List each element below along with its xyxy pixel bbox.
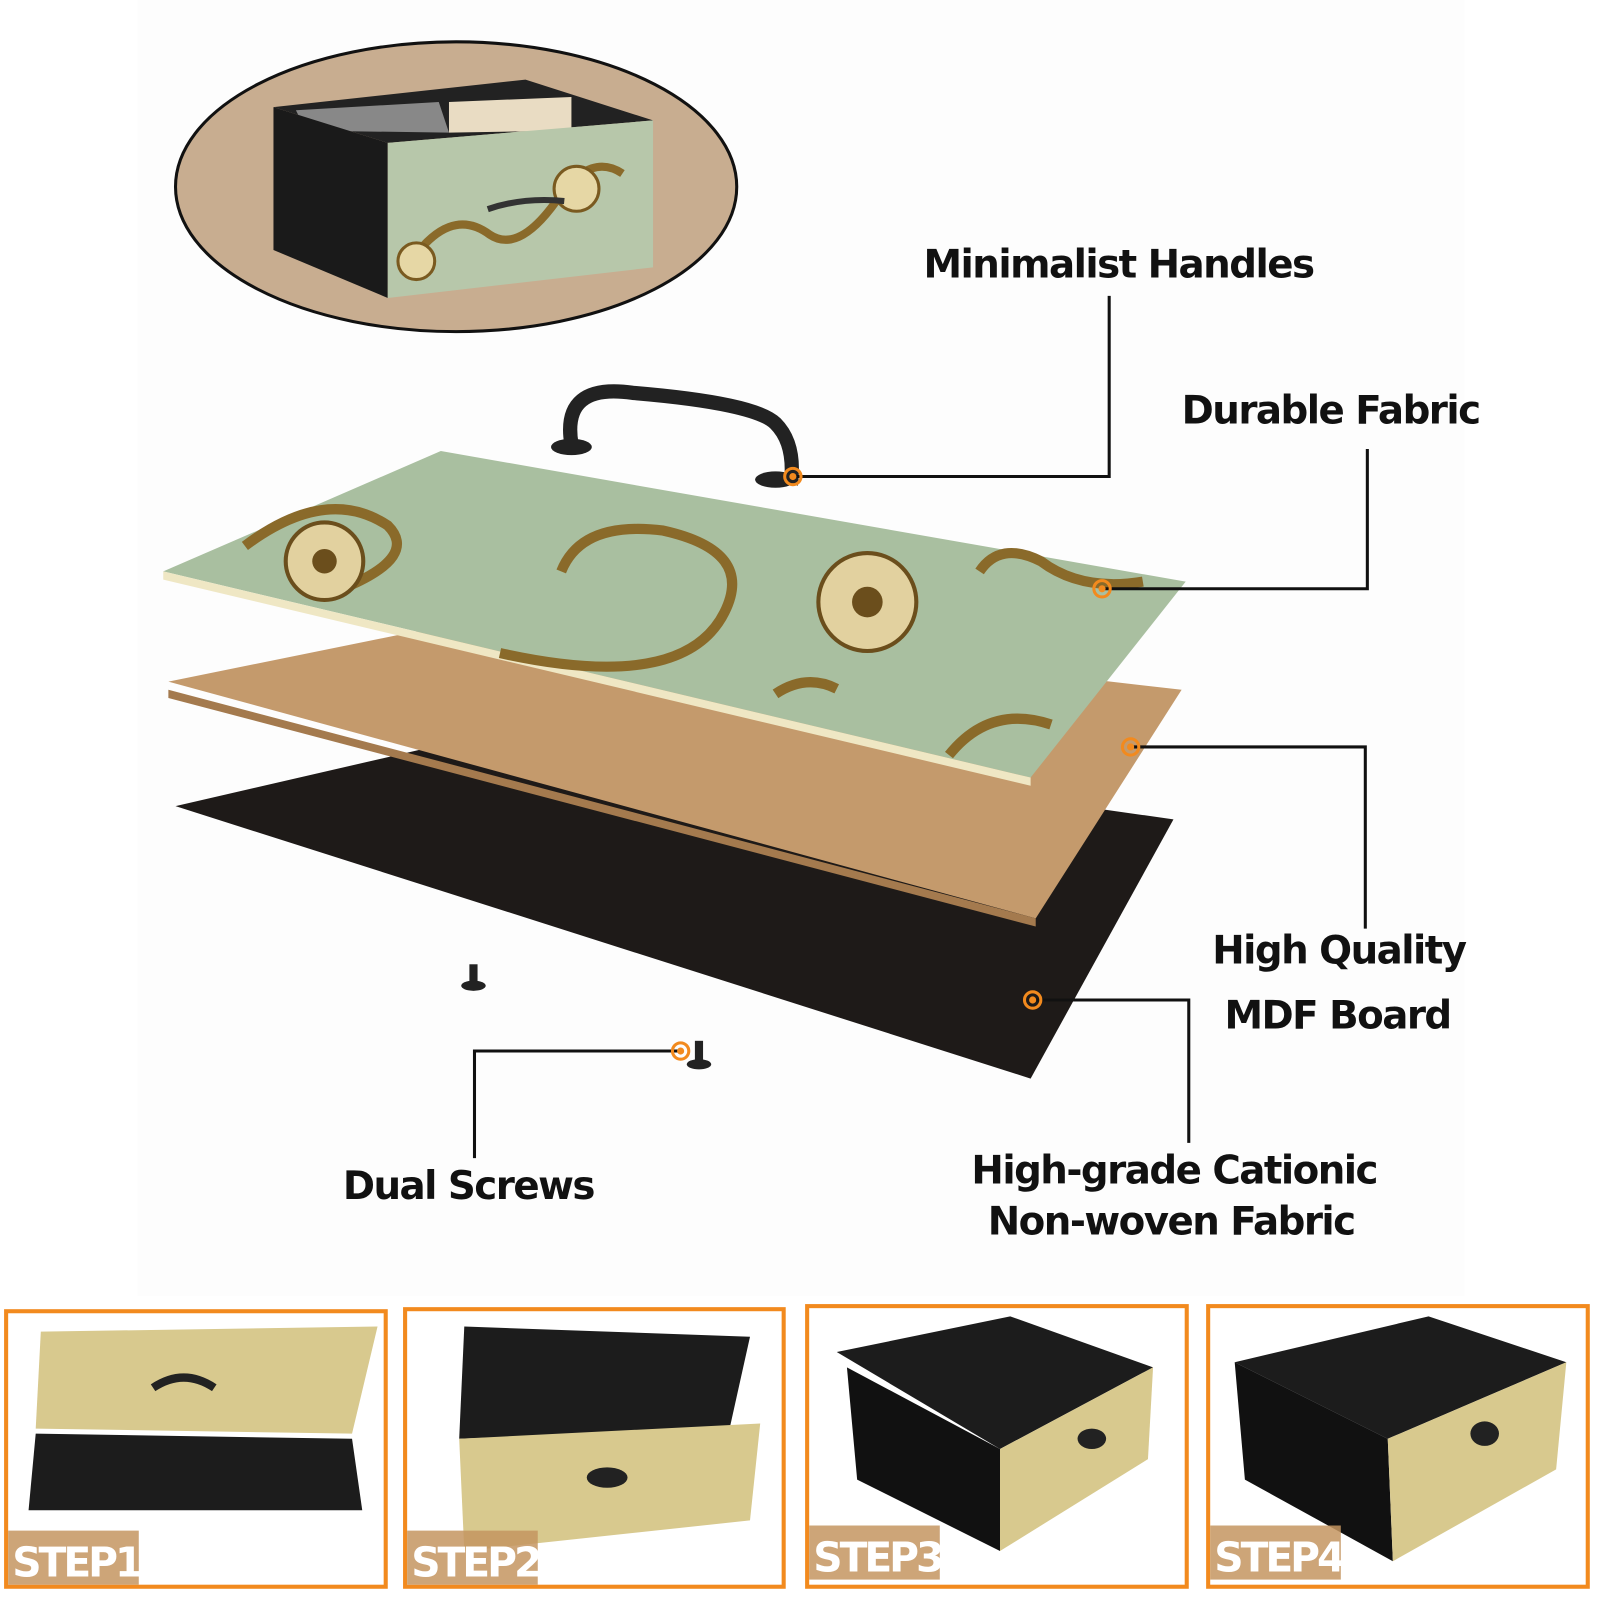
- floral-pattern: [241, 504, 1144, 759]
- label-screws: Dual Screws: [343, 1164, 595, 1209]
- handle-icon: [563, 384, 799, 486]
- label-handles: Minimalist Handles: [923, 243, 1313, 288]
- label-nonwoven-2: Non-woven Fabric: [988, 1200, 1355, 1245]
- label-mdf-2: MDF Board: [1224, 994, 1450, 1039]
- step-3-panel: STEP3: [805, 1304, 1189, 1589]
- callout-lines: [472, 295, 1369, 1159]
- label-fabric: Durable Fabric: [1182, 388, 1480, 433]
- fabric-layer: [163, 451, 1186, 778]
- step-2-panel: STEP2: [403, 1307, 786, 1589]
- step-2-label: STEP2: [411, 1539, 539, 1587]
- step-3-label: STEP3: [813, 1533, 942, 1581]
- screw-icon: [461, 964, 712, 1070]
- label-mdf-1: High Quality: [1212, 928, 1467, 973]
- label-nonwoven-1: High-grade Cationic: [971, 1149, 1377, 1194]
- step-4-panel: STEP4: [1206, 1304, 1590, 1589]
- callout-dots: [670, 466, 1141, 1061]
- drawer-preview: [173, 40, 739, 334]
- step-4-label: STEP4: [1214, 1533, 1344, 1581]
- flower-icons: [283, 520, 919, 654]
- step-1-panel: STEP1: [4, 1309, 388, 1589]
- step-1-label: STEP1: [12, 1539, 141, 1587]
